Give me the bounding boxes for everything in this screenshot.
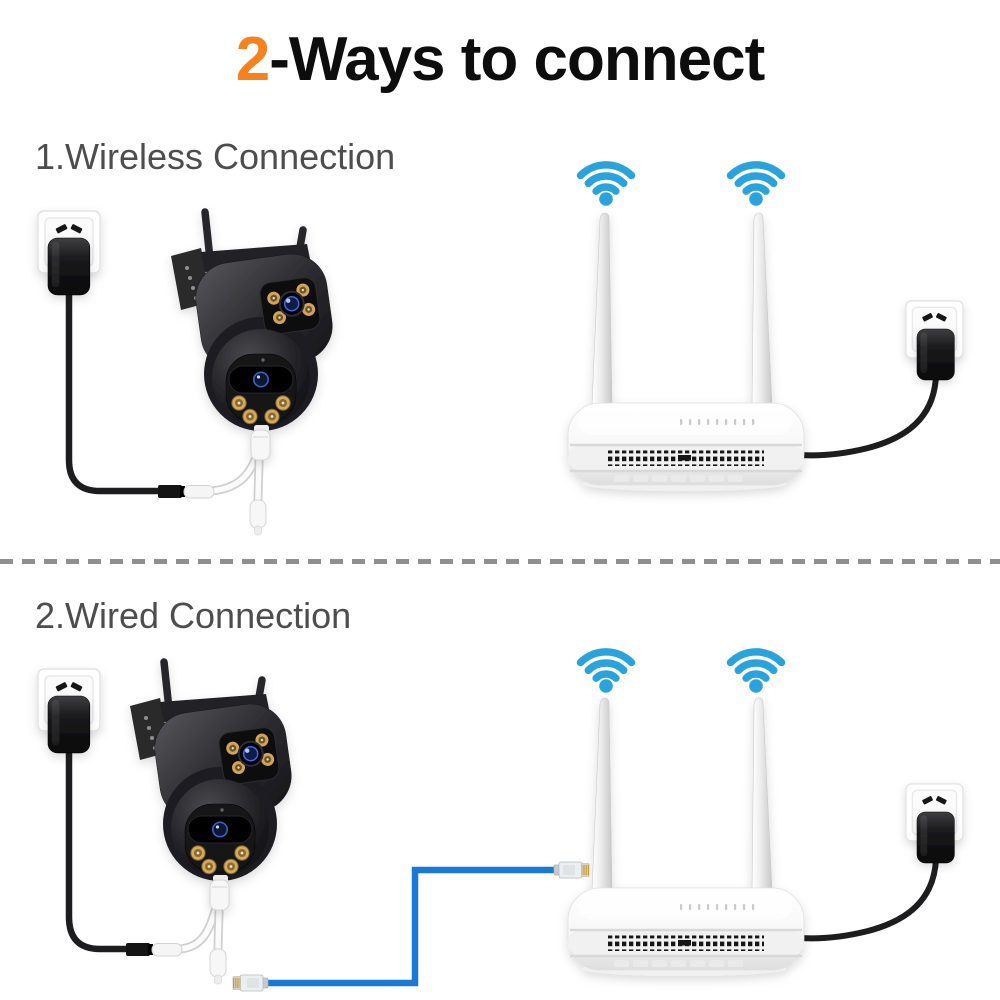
page-title: 2-Ways to connect: [0, 24, 1000, 95]
dual-lens-ptz-camera: [130, 662, 296, 910]
router-power-cable: [797, 373, 939, 459]
power-adapter: [916, 328, 955, 381]
wifi-router: [566, 696, 806, 978]
wifi-icon: [581, 165, 632, 206]
wireless-section-label: 1.Wireless Connection: [35, 136, 396, 177]
power-adapter: [47, 237, 91, 296]
rj45-connector: [232, 974, 269, 992]
camera-pigtail-cable: [175, 906, 227, 985]
power-cable: [65, 286, 164, 495]
dual-lens-ptz-camera: [171, 212, 337, 460]
power-adapter: [47, 695, 91, 754]
title-text: -Ways to connect: [269, 25, 765, 94]
wireless-section: 1.Wireless Connection: [0, 130, 1000, 550]
ethernet-cable: [264, 866, 556, 987]
wired-scene: [37, 585, 964, 992]
camera-pigtail-cable: [207, 455, 267, 536]
power-cable: [65, 744, 132, 953]
dc-power-junction: [158, 485, 215, 499]
router-power-cable: [797, 856, 939, 942]
power-adapter: [916, 811, 955, 864]
wired-section: 2.Wired Connection: [0, 585, 1000, 1000]
wifi-icon: [731, 165, 782, 206]
wifi-router: [566, 211, 806, 493]
wifi-icon: [581, 652, 632, 693]
wireless-scene: [37, 130, 964, 536]
title-number: 2: [235, 25, 270, 94]
rj45-connector: [553, 861, 590, 879]
dashed-divider: [0, 559, 1000, 564]
wired-section-label: 2.Wired Connection: [35, 595, 352, 636]
wifi-icon: [731, 652, 782, 693]
dc-power-junction: [126, 943, 183, 957]
